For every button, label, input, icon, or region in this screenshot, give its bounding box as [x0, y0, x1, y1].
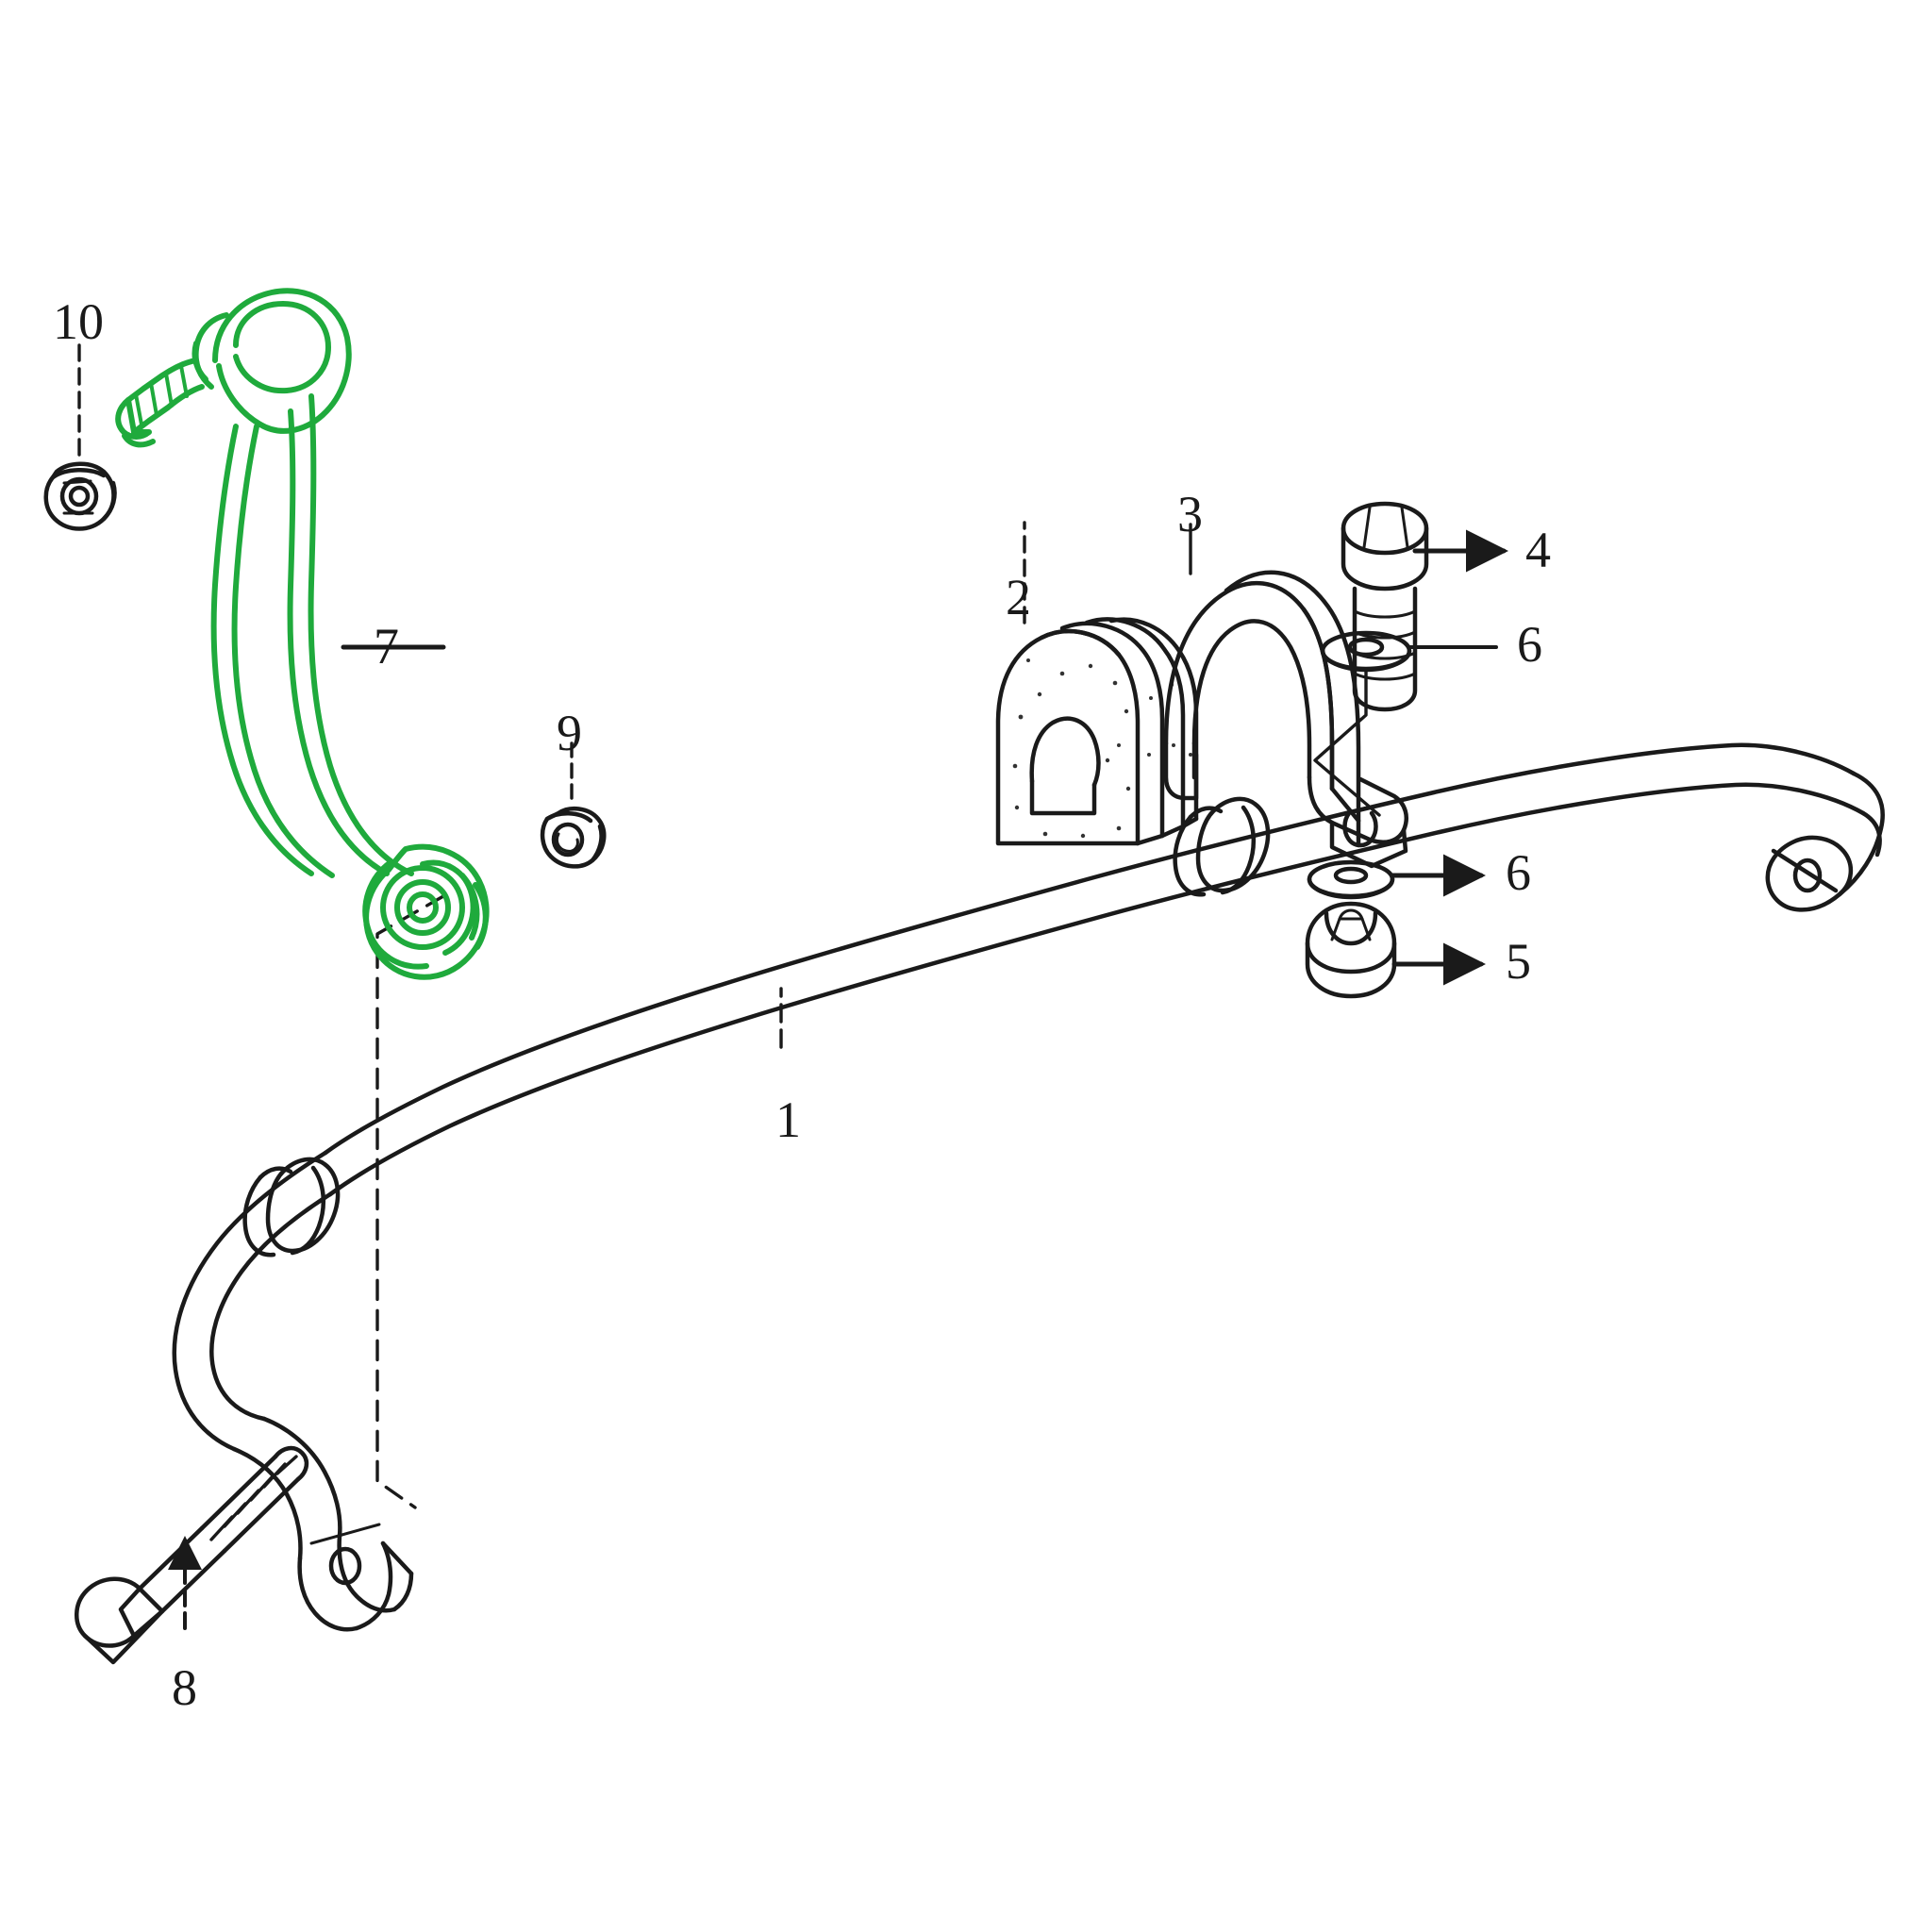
callout-label-3[interactable]: 3: [1177, 486, 1203, 542]
callout-label-9[interactable]: 9: [557, 705, 582, 761]
assembly-alignment-lines: [375, 894, 445, 1509]
callout-label-4[interactable]: 4: [1525, 522, 1551, 578]
part-stabilizer-bar[interactable]: [172, 742, 1885, 1632]
bar-locating-collar: [1173, 796, 1271, 897]
callout-label-10[interactable]: 10: [53, 293, 104, 350]
callout-label-5[interactable]: 5: [1506, 933, 1531, 990]
part-hex-bolt-long[interactable]: [75, 1445, 309, 1665]
part-washer-upper[interactable]: [1313, 630, 1498, 817]
callout-label-1[interactable]: 1: [775, 1091, 801, 1148]
part-hex-nut-small[interactable]: [540, 741, 607, 869]
part-drop-link-arm[interactable]: [115, 288, 490, 980]
callout-label-8[interactable]: 8: [172, 1659, 197, 1716]
part-rubber-bushing[interactable]: [995, 521, 1199, 846]
part-washer-lower[interactable]: [1307, 854, 1486, 900]
callout-label-6-lower[interactable]: 6: [1506, 844, 1531, 901]
callout-label-6-upper[interactable]: 6: [1517, 616, 1542, 673]
callout-label-2[interactable]: 2: [1006, 569, 1031, 625]
callout-label-7[interactable]: 7: [374, 618, 399, 675]
part-lock-nut[interactable]: [1305, 901, 1486, 999]
part-hex-bolt-short[interactable]: [1341, 501, 1508, 712]
part-clamp-bracket[interactable]: [1163, 523, 1408, 869]
bar-left-collar: [242, 1157, 341, 1257]
part-flange-nut[interactable]: [43, 343, 117, 531]
